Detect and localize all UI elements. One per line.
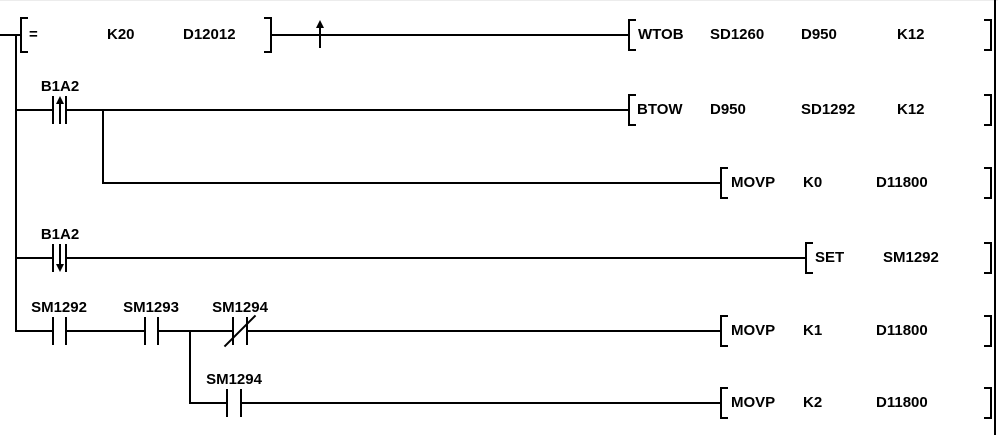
instruction-arg1: K2 [803, 394, 823, 411]
instruction-arg3: K12 [897, 26, 925, 43]
contact-label: B1A2 [40, 226, 80, 243]
wire [67, 257, 805, 259]
instruction-arg1: SD1260 [710, 26, 765, 43]
rising-edge-arrow-icon [56, 96, 64, 104]
contact-bar [52, 317, 54, 345]
instruction-arg1: K1 [803, 322, 823, 339]
instruction-close-bracket [984, 242, 992, 274]
branch-wire [189, 330, 191, 404]
wire [67, 330, 144, 332]
instruction-arg2: D11800 [876, 322, 928, 339]
wire [159, 330, 232, 332]
contact-bar [52, 244, 54, 272]
contact-bar [52, 96, 54, 124]
pulse-arrowhead-icon [316, 20, 324, 28]
instruction-close-bracket [984, 19, 992, 51]
wire [272, 34, 628, 36]
contact-label: SM1293 [123, 299, 179, 316]
instruction-name: MOVP [731, 394, 776, 411]
instruction-open-bracket [628, 19, 636, 51]
instruction-open-bracket [805, 242, 813, 274]
instruction-open-bracket [628, 94, 636, 126]
instruction-arg1: K0 [803, 174, 823, 191]
contact-label: SM1292 [31, 299, 87, 316]
contact-label: SM1294 [212, 299, 268, 316]
edge-arrow-shaft [59, 102, 61, 124]
wire [16, 330, 52, 332]
window-top-border [0, 0, 998, 1]
contact-bar [226, 389, 228, 417]
compare-operand-2: D12012 [183, 26, 236, 43]
instruction-close-bracket [984, 387, 992, 419]
wire [67, 109, 628, 111]
compare-close-bracket [264, 17, 272, 53]
contact-label: SM1294 [206, 371, 262, 388]
instruction-open-bracket [720, 167, 728, 199]
compare-open-bracket [20, 17, 28, 53]
left-power-rail [15, 34, 17, 332]
pulse-shaft [319, 26, 321, 48]
branch-wire [102, 109, 104, 184]
branch-wire [102, 182, 720, 184]
instruction-name: BTOW [637, 101, 683, 118]
contact-bar [240, 389, 242, 417]
wire [16, 257, 52, 259]
wire [248, 330, 720, 332]
instruction-name: SET [815, 249, 845, 266]
wire [0, 34, 21, 36]
instruction-arg1: SM1292 [883, 249, 939, 266]
instruction-close-bracket [984, 315, 992, 347]
right-power-rail [994, 0, 996, 435]
contact-bar [65, 96, 67, 124]
wire [16, 109, 52, 111]
contact-label: B1A2 [40, 78, 80, 95]
instruction-open-bracket [720, 315, 728, 347]
instruction-name: WTOB [638, 26, 684, 43]
compare-operand-1: K20 [107, 26, 135, 43]
instruction-arg3: K12 [897, 101, 925, 118]
contact-bar [65, 317, 67, 345]
contact-bar [232, 317, 234, 345]
instruction-open-bracket [720, 387, 728, 419]
edge-arrow-shaft [59, 244, 61, 266]
instruction-arg2: D11800 [876, 174, 928, 191]
instruction-arg2: D11800 [876, 394, 928, 411]
branch-wire [189, 402, 226, 404]
instruction-close-bracket [984, 94, 992, 126]
instruction-close-bracket [984, 167, 992, 199]
instruction-name: MOVP [731, 322, 776, 339]
instruction-name: MOVP [731, 174, 776, 191]
compare-operator: = [29, 26, 38, 43]
instruction-arg2: SD1292 [801, 101, 856, 118]
instruction-arg1: D950 [710, 101, 746, 118]
branch-wire [242, 402, 720, 404]
contact-bar [144, 317, 146, 345]
falling-edge-arrow-icon [56, 264, 64, 272]
contact-bar [157, 317, 159, 345]
contact-bar [65, 244, 67, 272]
instruction-arg2: D950 [801, 26, 837, 43]
contact-bar [246, 317, 248, 345]
